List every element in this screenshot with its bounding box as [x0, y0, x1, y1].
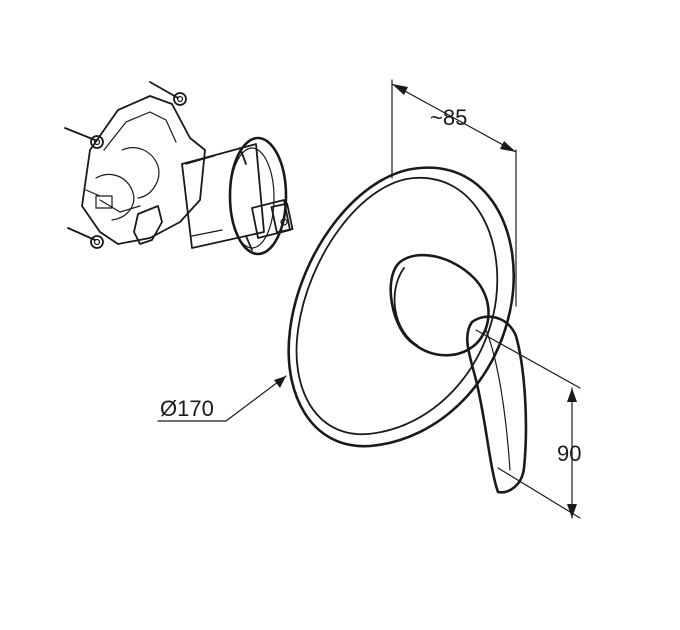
depth-dimension-label: ~85 [430, 105, 467, 130]
mixer-trim-illustration [287, 166, 528, 494]
mounting-bolt-bottom-left [67, 227, 104, 249]
lever-handle [465, 315, 528, 494]
escutcheon-face [295, 177, 499, 435]
dimension-depth: ~85 [391, 79, 517, 307]
dimension-height: 90 [475, 329, 581, 519]
mounting-bolt-top-left [64, 127, 104, 149]
diameter-dimension-label: Ø170 [160, 396, 214, 421]
valve-outlet [133, 205, 163, 245]
height-dimension-label: 90 [557, 441, 581, 466]
cartridge-body [181, 143, 265, 249]
dimension-diameter: Ø170 [157, 375, 287, 422]
valve-housing [81, 95, 206, 245]
escutcheon-rim [287, 166, 515, 448]
handle-base [389, 253, 490, 357]
mounting-bolt-top-right [149, 81, 187, 106]
valve-body-illustration [64, 81, 294, 256]
